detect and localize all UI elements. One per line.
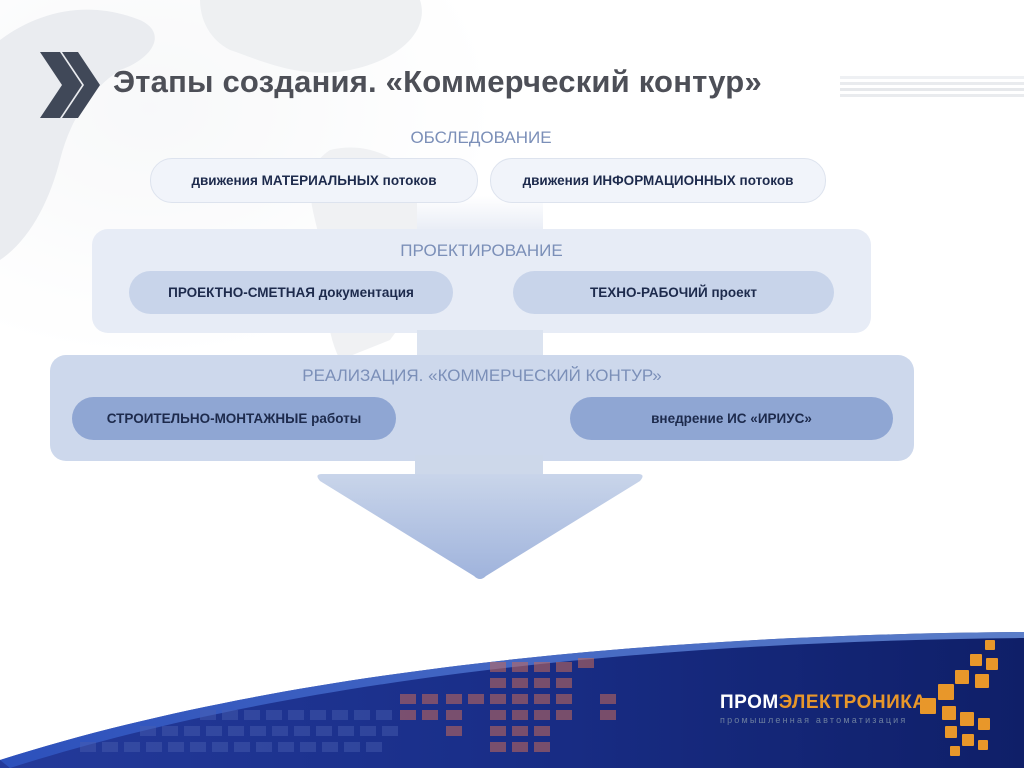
design-item-estimate-docs: ПРОЕКТНО-СМЕТНАЯ документация	[129, 271, 453, 314]
page-title: Этапы создания. «Коммерческий контур»	[113, 64, 762, 99]
stage-implementation-label: РЕАЛИЗАЦИЯ. «КОММЕРЧЕСКИЙ КОНТУР»	[302, 366, 662, 385]
brand-name: ПРОМЭЛЕКТРОНИКА	[720, 692, 927, 714]
title-decoration-lines	[840, 76, 1024, 104]
brand-tagline: промышленная автоматизация	[720, 715, 908, 725]
implementation-item-construction: СТРОИТЕЛЬНО-МОНТАЖНЫЕ работы	[72, 397, 396, 440]
brand-name-part1: ПРОМ	[720, 692, 779, 713]
stage-survey-label: ОБСЛЕДОВАНИЕ	[410, 128, 552, 147]
brand-logo: ПРОМЭЛЕКТРОНИКА промышленная автоматизац…	[720, 692, 927, 725]
flow-connector-bottom	[415, 455, 543, 475]
arrow-down	[317, 474, 643, 579]
implementation-item-system-deploy: внедрение ИС «ИРИУС»	[570, 397, 893, 440]
brand-name-part2: ЭЛЕКТРОНИКА	[778, 692, 927, 713]
brand-logo-icon	[920, 640, 998, 756]
stage-design-label: ПРОЕКТИРОВАНИЕ	[400, 241, 563, 260]
survey-item-material-flows: движения МАТЕРИАЛЬНЫХ потоков	[150, 158, 478, 203]
double-chevron-icon	[40, 52, 100, 118]
design-item-working-project: ТЕХНО-РАБОЧИЙ проект	[513, 271, 834, 314]
survey-item-information-flows: движения ИНФОРМАЦИОННЫХ потоков	[490, 158, 826, 203]
footer-wave-banner	[0, 632, 1024, 768]
